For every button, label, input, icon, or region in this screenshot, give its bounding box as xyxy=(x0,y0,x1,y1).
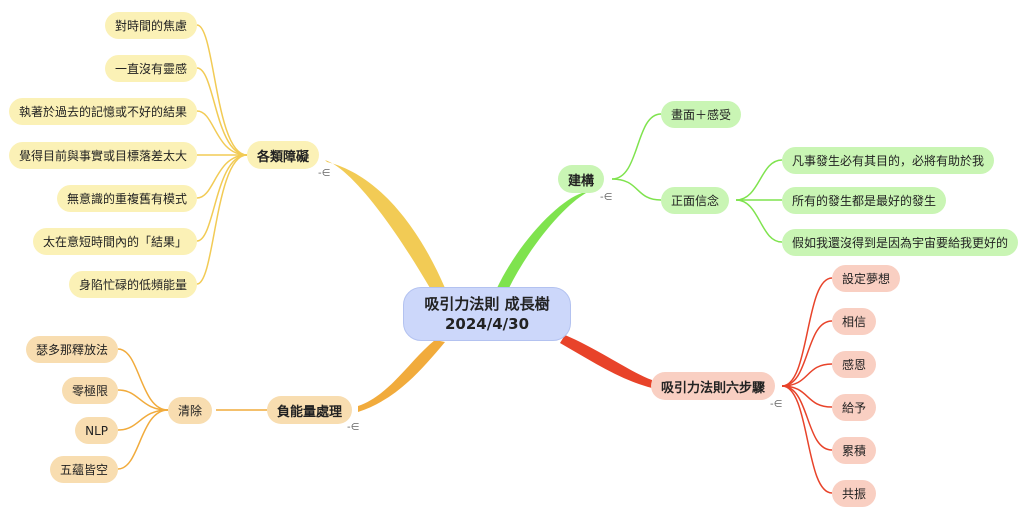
subtopic[interactable]: 五蘊皆空 xyxy=(49,456,118,483)
subtopic[interactable]: 無意識的重複舊有模式 xyxy=(56,185,197,212)
subtopic[interactable]: 凡事發生必有其目的，必將有助於我 xyxy=(782,147,995,174)
subtopic[interactable]: 正面信念 xyxy=(661,187,730,214)
subtopic[interactable]: 太在意短時間內的「結果」 xyxy=(32,228,197,255)
subtopic[interactable]: 畫面＋感受 xyxy=(661,101,742,128)
links-obstacles-leaves xyxy=(196,24,248,285)
collapse-toggle-icon[interactable]: -∈ xyxy=(770,399,783,410)
subtopic[interactable]: 相信 xyxy=(832,308,877,335)
subtopic[interactable]: 身陷忙碌的低頻能量 xyxy=(68,271,197,298)
subtopic[interactable]: 給予 xyxy=(832,394,877,421)
topic-negative-energy[interactable]: 負能量處理 xyxy=(267,396,353,424)
subtopic[interactable]: NLP xyxy=(75,417,118,444)
subtopic[interactable]: 瑟多那釋放法 xyxy=(25,336,118,363)
subtopic[interactable]: 清除 xyxy=(168,397,213,424)
collapse-toggle-icon[interactable]: -∈ xyxy=(318,168,331,179)
collapse-toggle-icon[interactable]: -∈ xyxy=(347,422,360,433)
subtopic[interactable]: 感恩 xyxy=(832,351,877,378)
topic-label: 各類障礙 xyxy=(257,149,310,165)
topic-construct[interactable]: 建構 xyxy=(558,165,605,193)
topic-label: 建構 xyxy=(568,173,595,189)
subtopic[interactable]: 假如我還沒得到是因為宇宙要給我更好的 xyxy=(782,229,1019,256)
subtopic[interactable]: 累積 xyxy=(832,437,877,464)
collapse-toggle-icon[interactable]: -∈ xyxy=(600,192,613,203)
central-date: 2024/4/30 xyxy=(444,315,530,333)
subtopic[interactable]: 所有的發生都是最好的發生 xyxy=(782,187,947,214)
central-title: 吸引力法則 成長樹 xyxy=(424,295,550,313)
link-obstacles xyxy=(325,160,445,288)
subtopic[interactable]: 共振 xyxy=(832,480,877,507)
topic-obstacles[interactable]: 各類障礙 xyxy=(247,141,320,169)
link-six-steps xyxy=(560,335,652,388)
subtopic[interactable]: 一直沒有靈感 xyxy=(104,55,197,82)
central-topic[interactable]: 吸引力法則 成長樹 2024/4/30 xyxy=(403,287,571,341)
subtopic[interactable]: 對時間的焦慮 xyxy=(104,12,197,39)
topic-label: 負能量處理 xyxy=(277,404,343,420)
topic-label: 吸引力法則六步驟 xyxy=(661,380,766,396)
subtopic[interactable]: 覺得目前與事實或目標落差太大 xyxy=(8,142,197,169)
subtopic[interactable]: 設定夢想 xyxy=(832,265,901,292)
link-construct xyxy=(497,193,586,290)
topic-six-steps[interactable]: 吸引力法則六步驟 xyxy=(651,372,776,400)
link-negative xyxy=(358,340,445,412)
subtopic[interactable]: 零極限 xyxy=(61,377,118,404)
subtopic[interactable]: 執著於過去的記憶或不好的結果 xyxy=(8,98,197,125)
